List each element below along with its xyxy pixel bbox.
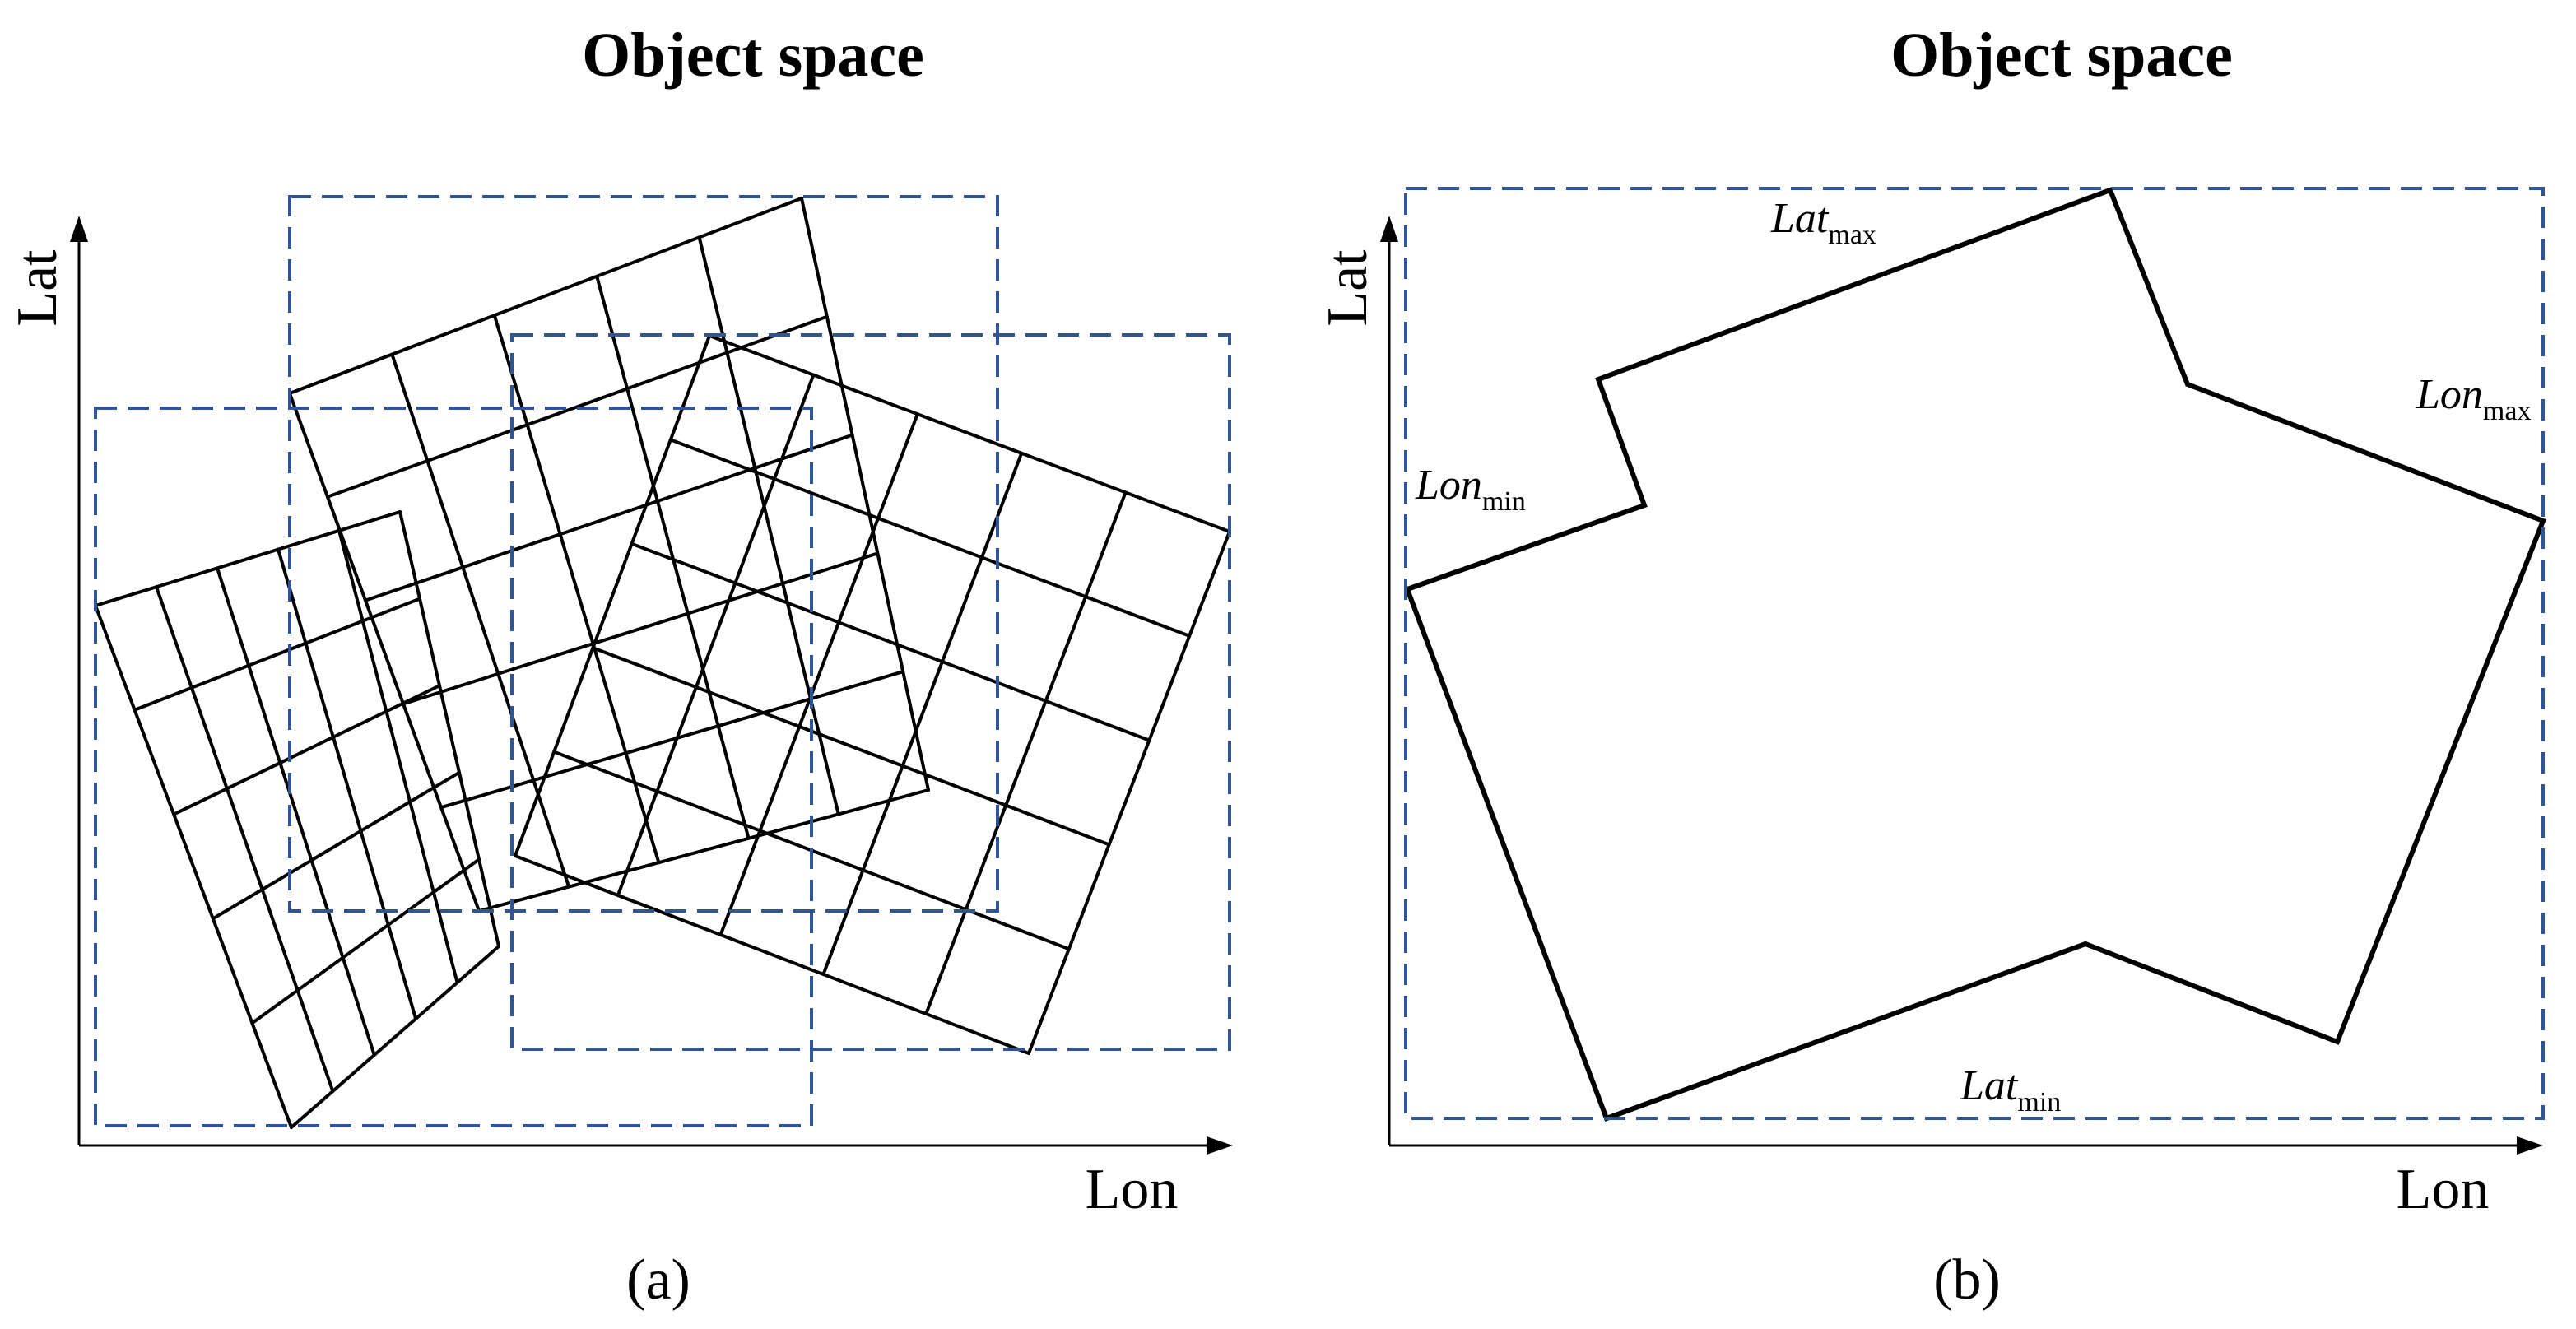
lat-min-main: Lat <box>1960 1062 2019 1109</box>
image-grid-1-column-line <box>216 566 376 1057</box>
image-grid-3-column-line <box>514 334 711 857</box>
image-grid-1-column-line <box>277 547 418 1020</box>
panel-a-y-axis-arrow <box>70 216 88 242</box>
panel-b-x-label: Lon <box>2397 1158 2490 1221</box>
union-footprint-polygon <box>1404 187 2546 1122</box>
image-grid-2-row-line <box>402 551 880 706</box>
image-grid-2 <box>288 197 930 913</box>
lat-min-label: Latmin <box>1960 1062 2061 1118</box>
image-grid-3-row-line <box>630 541 1151 742</box>
lon-min-main: Lon <box>1415 462 1482 509</box>
panel-a-x-label: Lon <box>1086 1158 1179 1221</box>
lat-max-sub: max <box>1828 220 1876 250</box>
image-grid-2-column-line <box>800 197 930 792</box>
bounding-box-1 <box>94 407 813 1127</box>
image-grid-1 <box>94 510 500 1129</box>
panel-a-title: Object space <box>582 21 924 90</box>
image-grid-2-row-line <box>288 197 803 395</box>
image-grid-3-column-line <box>616 373 816 897</box>
image-grid-2-column-line <box>595 274 751 840</box>
bounding-box-3 <box>510 333 1231 1051</box>
image-grid-1-column-line <box>337 528 459 984</box>
panel-a-caption: (a) <box>626 1248 690 1312</box>
lon-max-label: Lonmax <box>2416 371 2531 426</box>
image-grid-1-row-line <box>94 510 402 607</box>
lon-max-sub: max <box>2483 396 2532 426</box>
panel-b-caption: (b) <box>1933 1248 2001 1312</box>
image-grid-1-column-line <box>155 585 335 1093</box>
lon-max-main: Lon <box>2416 371 2483 418</box>
image-grid-3-column-line <box>924 490 1128 1015</box>
image-grid-2-row-line <box>477 788 930 913</box>
lat-min-sub: min <box>2017 1087 2061 1118</box>
image-grid-3-column-line <box>821 451 1024 976</box>
panel-b: Object space Lat Lon (b) Latmax Latmin L… <box>1316 21 2546 1312</box>
panel-b-y-axis-arrow <box>1380 216 1398 242</box>
image-grid-3-row-line <box>668 438 1192 638</box>
lat-max-main: Lat <box>1770 195 1830 242</box>
image-grid-2-column-line <box>288 392 481 913</box>
image-grid-2-row-line <box>364 433 854 602</box>
image-grid-1-row-line <box>250 857 481 1025</box>
lon-min-sub: min <box>1482 486 1526 517</box>
panel-b-y-label: Lat <box>1316 249 1379 327</box>
image-grid-3-row-line <box>514 854 1030 1055</box>
image-grid-3-row-line <box>708 334 1231 533</box>
panel-b-title: Object space <box>1890 21 2233 90</box>
image-grid-2-column-line <box>390 352 571 889</box>
panel-a: Object space Lat Lon (a) <box>6 21 1233 1312</box>
image-grid-3-row-line <box>591 646 1111 847</box>
lat-max-label: Latmax <box>1770 195 1876 250</box>
image-grid-3-column-line <box>718 412 919 936</box>
union-bounding-box <box>1404 187 2545 1120</box>
bounding-box-2 <box>288 195 999 913</box>
image-grid-1-row-line <box>211 770 461 921</box>
image-grid-3-column-line <box>1027 530 1231 1055</box>
image-grid-1-row-line <box>172 684 441 816</box>
image-grid-1-column-line <box>94 604 293 1129</box>
image-grid-2-row-line <box>439 670 905 810</box>
panel-b-x-axis-arrow <box>2517 1136 2543 1155</box>
image-grid-1-row-line <box>290 945 500 1129</box>
lon-min-label: Lonmin <box>1415 462 1526 517</box>
panel-a-y-label: Lat <box>6 249 69 327</box>
panel-a-x-axis-arrow <box>1207 1136 1233 1155</box>
